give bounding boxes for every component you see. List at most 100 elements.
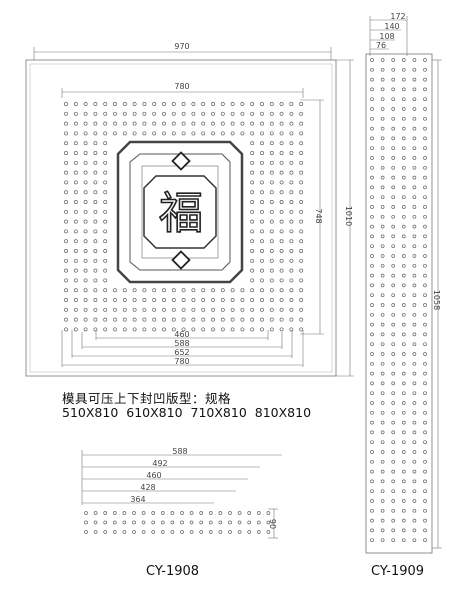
- perforation-dot: [289, 190, 294, 195]
- perforation-dot: [84, 520, 88, 525]
- perforation-dot: [83, 170, 88, 175]
- perforation-dot: [93, 111, 98, 116]
- perforation-dot: [230, 131, 235, 136]
- perforation-dot: [269, 229, 274, 234]
- perforation-dot: [299, 239, 304, 244]
- perforation-dot: [299, 121, 304, 126]
- perforation-dot: [230, 288, 235, 293]
- perforation-dot: [250, 209, 255, 214]
- perforation-dot: [391, 273, 396, 278]
- perforation-dot: [380, 205, 385, 209]
- perforation-dot: [83, 200, 88, 204]
- perforation-dot: [401, 97, 406, 102]
- perforation-dot: [113, 102, 117, 106]
- perforation-dot: [230, 307, 235, 312]
- perforation-dot: [289, 219, 294, 224]
- dim-label-460-small: 460: [146, 471, 161, 480]
- perforation-dot: [181, 298, 186, 302]
- perforation-dot: [132, 307, 137, 312]
- perforation-dot: [380, 420, 385, 425]
- perforation-dot: [401, 185, 406, 190]
- perforation-dot: [269, 249, 274, 253]
- perforation-dot: [391, 479, 396, 484]
- perforation-dot: [370, 214, 374, 219]
- perforation-dot: [423, 342, 427, 347]
- perforation-dot: [181, 131, 186, 136]
- perforation-dot: [423, 381, 427, 386]
- perforation-dot: [93, 160, 98, 165]
- strip-cy-1909: 172 140 108 76 1058: [365, 12, 442, 554]
- perforation-dot: [93, 288, 98, 293]
- perforation-dot: [299, 268, 304, 273]
- perforation-dot: [370, 77, 374, 82]
- perforation-dot: [279, 180, 284, 185]
- perforation-dot: [250, 121, 255, 126]
- perforation-dot: [122, 520, 127, 525]
- perforation-dot: [401, 126, 406, 131]
- perforation-dot: [401, 234, 406, 239]
- perforation-dot: [152, 317, 157, 322]
- perforation-dot: [83, 239, 88, 244]
- perforation-dot: [132, 121, 137, 126]
- perforation-dot: [218, 520, 223, 525]
- perforation-dot: [412, 469, 417, 474]
- perforation-dot: [380, 87, 385, 92]
- perforation-dot: [260, 141, 264, 146]
- perforation-dot: [380, 312, 385, 317]
- perforation-dot: [401, 518, 406, 523]
- perforation-dot: [64, 200, 68, 204]
- perforation-dot: [269, 258, 274, 263]
- perforation-dot: [122, 327, 127, 332]
- perforation-dot: [93, 520, 98, 525]
- perforation-dot: [113, 288, 117, 293]
- dim-90: 90: [268, 508, 278, 539]
- perforation-dot: [250, 131, 255, 136]
- perforation-dot: [180, 530, 184, 534]
- perforation-dot: [401, 58, 406, 62]
- perforation-dot: [220, 121, 225, 126]
- perforation-dot: [83, 317, 88, 322]
- perforation-dot: [260, 200, 264, 204]
- perforation-dot: [93, 141, 98, 146]
- perforation-dot: [401, 450, 406, 454]
- perforation-dot: [64, 102, 68, 106]
- perforation-dot: [401, 430, 406, 435]
- perforation-dot: [162, 298, 166, 302]
- perforation-dot: [401, 116, 406, 121]
- perforation-dot: [269, 151, 274, 155]
- perforation-dot: [73, 298, 78, 302]
- perforation-dot: [93, 298, 98, 302]
- perforation-dot: [370, 195, 374, 200]
- perforation-dot: [370, 499, 374, 503]
- perforation-dot: [73, 307, 78, 312]
- perforation-dot: [380, 528, 385, 533]
- perforation-dot: [103, 288, 108, 293]
- perforation-dot: [391, 224, 396, 229]
- perforation-dot: [380, 303, 385, 307]
- perforation-dot: [289, 278, 294, 283]
- perforation-dot: [370, 126, 374, 131]
- perforation-dot: [64, 288, 68, 293]
- perforation-dot: [423, 420, 427, 425]
- perforation-dot: [423, 224, 427, 229]
- perforation-dot: [211, 298, 215, 302]
- perforation-dot: [64, 151, 68, 155]
- perforation-dot: [269, 160, 274, 165]
- perforation-dot: [423, 401, 427, 405]
- perforation-dot: [391, 136, 396, 141]
- panel-inner-border: [29, 63, 333, 373]
- perforation-dot: [401, 244, 406, 249]
- perforation-dot: [240, 307, 245, 312]
- perforation-dot: [93, 170, 98, 175]
- perforation-dot: [250, 141, 255, 146]
- perforation-dot: [391, 332, 396, 337]
- perforation-dot: [391, 538, 396, 543]
- perforation-dot: [391, 361, 396, 366]
- perforation-dot: [250, 278, 255, 283]
- perforation-dot: [391, 263, 396, 268]
- perforation-dot: [423, 479, 427, 484]
- perforation-dot: [162, 102, 166, 106]
- perforation-dot: [370, 322, 374, 327]
- perforation-dot: [113, 327, 117, 332]
- perforation-dot: [380, 126, 385, 131]
